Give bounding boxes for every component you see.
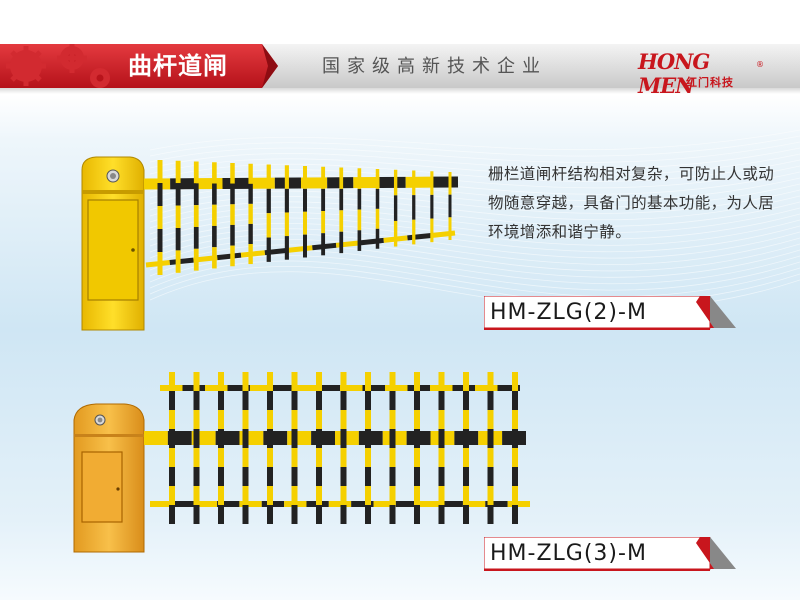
- logo-chinese-name: 红门科技: [686, 76, 734, 89]
- logo-registered-mark: ®: [756, 60, 764, 69]
- model-tag-background: [484, 537, 736, 571]
- model-name: HM-ZLG(2)-M: [490, 300, 647, 325]
- model-tag-background: [484, 296, 736, 330]
- product-description: 栅栏道闸杆结构相对复杂，可防止人或动物随意穿越，具备门的基本功能，为人居环境增添…: [488, 165, 775, 241]
- brand-logo: HONG MEN ® 红门科技: [638, 50, 768, 98]
- gear-icon: [6, 44, 110, 88]
- header-shadow: [0, 88, 800, 94]
- lower-rail: [145, 230, 456, 268]
- model-name: HM-ZLG(3)-M: [490, 541, 647, 566]
- model-tag-zlg3: HM-ZLG(3)-M: [484, 537, 736, 571]
- lock-icon: [131, 248, 135, 252]
- lock-icon: [116, 487, 120, 491]
- model-tag-zlg2: HM-ZLG(2)-M: [484, 296, 736, 330]
- logo-wordmark: HONG MEN: [638, 49, 710, 98]
- page-title: 曲杆道闸: [128, 52, 228, 80]
- tagline: 国家级高新技术企业: [322, 56, 547, 77]
